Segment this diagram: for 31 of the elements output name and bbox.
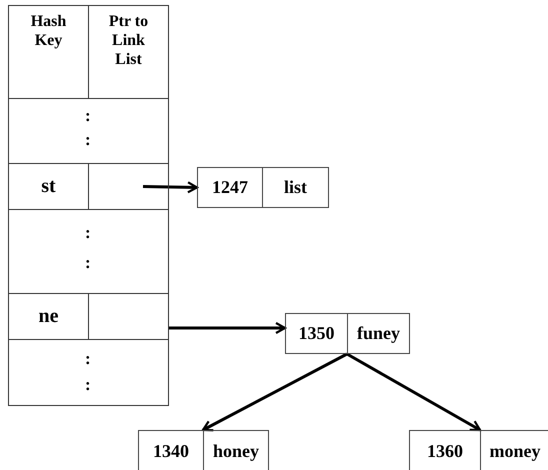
hash-key-text: ne	[38, 305, 58, 328]
table-cell	[8, 98, 169, 164]
table-cell	[8, 339, 169, 406]
list-node	[409, 430, 548, 470]
column-header: Hash Key	[30, 12, 68, 50]
colon-mark: :	[85, 107, 91, 124]
value-text: funey	[356, 322, 401, 345]
arrow	[142, 181, 198, 194]
colon-mark: :	[85, 350, 91, 367]
table-cell	[8, 5, 89, 99]
hash-key-text: st	[41, 175, 56, 198]
key-number: 1350	[286, 314, 348, 353]
value-text: list	[282, 176, 308, 199]
value-text: honey	[212, 440, 260, 463]
arrow	[346, 352, 482, 432]
column-header: Ptr to Link List	[108, 12, 150, 70]
colon-mark: :	[85, 224, 91, 241]
value-text: money	[488, 440, 542, 463]
arrow	[202, 352, 348, 432]
colon-mark: :	[85, 376, 91, 393]
colon-mark: :	[85, 254, 91, 271]
list-node	[197, 167, 329, 208]
key-number: 1340	[139, 431, 204, 470]
arrow	[169, 322, 286, 334]
list-node	[138, 430, 269, 470]
key-number: 1360	[410, 431, 481, 470]
key-number: 1247	[198, 168, 263, 207]
list-node	[285, 313, 410, 354]
table-cell	[8, 209, 169, 294]
table-cell	[88, 5, 169, 99]
colon-mark: :	[85, 131, 91, 148]
